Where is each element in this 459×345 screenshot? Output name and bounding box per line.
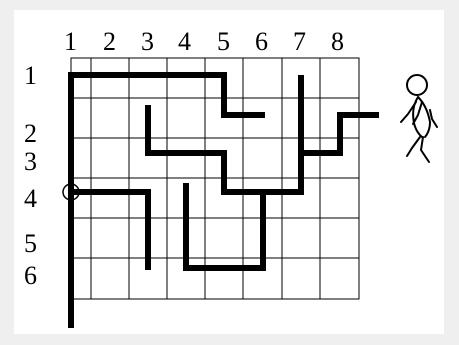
- walking-person-icon: [401, 75, 437, 162]
- wall-u-shape: [186, 183, 263, 268]
- grid: [71, 58, 359, 299]
- maze-walls: [71, 75, 379, 328]
- wall-right: [301, 115, 379, 153]
- puzzle-panel: 1 2 3 4 5 6 7 8 1 2 3 4 5 6: [14, 10, 444, 334]
- maze-board: [14, 10, 444, 334]
- wall-main: [71, 75, 265, 328]
